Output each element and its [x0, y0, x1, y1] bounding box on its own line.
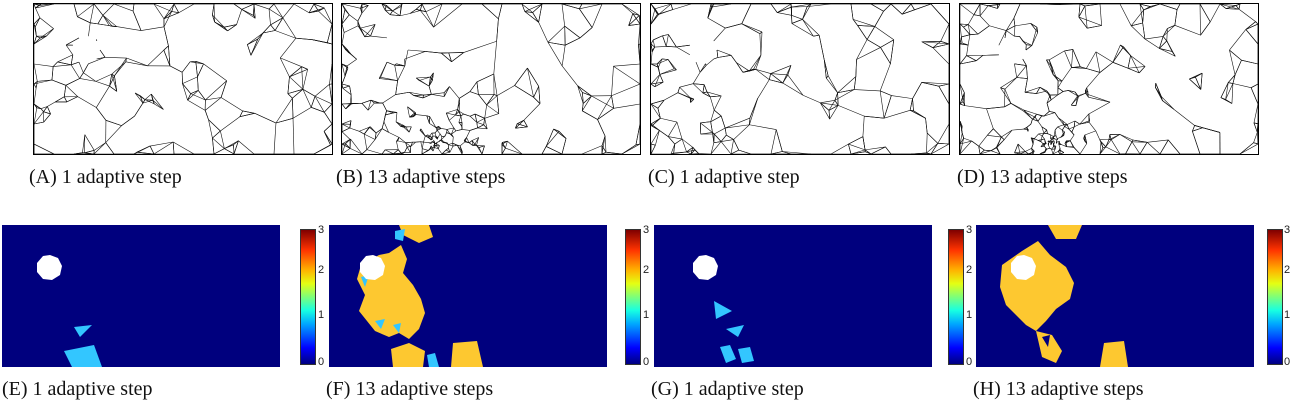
hole — [381, 37, 407, 63]
refined-region — [391, 343, 425, 367]
caption-g: (G) 1 adaptive step — [651, 378, 804, 400]
partial-element — [738, 347, 754, 363]
colorbar-f — [625, 229, 641, 365]
partial-element — [726, 325, 744, 337]
field-panel-g — [654, 225, 932, 367]
cb-tick: 2 — [966, 264, 973, 276]
mesh-edges — [34, 4, 332, 154]
mesh-svg-b — [342, 4, 640, 154]
cb-tick: 3 — [966, 224, 973, 236]
cb-tick: 3 — [318, 224, 325, 236]
hole — [37, 255, 62, 280]
caption-a: (A) 1 adaptive step — [29, 166, 182, 188]
partial-element — [393, 323, 401, 333]
hole — [693, 255, 718, 280]
hole — [1011, 255, 1036, 280]
cb-tick: 2 — [1284, 264, 1291, 276]
colorbar-g — [948, 229, 964, 365]
mesh-svg-c — [651, 4, 949, 154]
cb-tick: 2 — [318, 264, 325, 276]
partial-element — [427, 353, 439, 367]
partial-element — [714, 301, 732, 319]
field-panel-f — [329, 225, 607, 367]
refined-region — [1100, 341, 1128, 367]
cb-tick: 1 — [966, 309, 973, 321]
partial-element — [74, 325, 92, 337]
mesh-svg-d — [960, 4, 1258, 154]
mesh-panel-a — [33, 3, 333, 155]
mesh-panel-c — [650, 3, 950, 155]
mesh-panel-b — [341, 3, 641, 155]
field-svg-f — [357, 225, 483, 367]
refined-region — [399, 225, 433, 243]
caption-d: (D) 13 adaptive steps — [957, 166, 1128, 188]
caption-e: (E) 1 adaptive step — [2, 378, 153, 400]
field-svg-e — [37, 255, 102, 367]
caption-c: (C) 1 adaptive step — [648, 166, 800, 188]
caption-f: (F) 13 adaptive steps — [326, 378, 494, 400]
caption-b: (B) 13 adaptive steps — [336, 166, 506, 188]
field-panel-h — [976, 225, 1254, 367]
mesh-edges — [651, 4, 949, 154]
partial-element — [720, 345, 736, 363]
partial-element — [1042, 335, 1050, 347]
mesh-edges — [342, 4, 640, 154]
hole — [999, 37, 1025, 63]
mesh-edges — [960, 4, 1258, 154]
refined-region — [451, 341, 483, 367]
colorbar-e — [300, 229, 316, 365]
cb-tick: 3 — [1284, 224, 1291, 236]
cb-tick: 1 — [318, 309, 325, 321]
mesh-svg-a — [34, 4, 332, 154]
colorbar-h — [1267, 229, 1283, 365]
cb-tick: 3 — [643, 224, 650, 236]
field-panel-e — [2, 225, 280, 367]
refined-region — [1048, 225, 1082, 239]
field-svg-g — [693, 255, 754, 363]
hole — [690, 37, 716, 63]
refined-region — [1000, 241, 1074, 331]
cb-tick: 0 — [966, 356, 973, 368]
cb-tick: 0 — [643, 356, 650, 368]
cb-tick: 2 — [643, 264, 650, 276]
refined-region — [1036, 331, 1062, 363]
hole — [73, 37, 99, 63]
partial-element — [64, 345, 102, 367]
hole — [360, 255, 385, 280]
cb-tick: 0 — [318, 356, 325, 368]
caption-h: (H) 13 adaptive steps — [973, 378, 1144, 400]
mesh-panel-d — [959, 3, 1259, 155]
partial-element — [375, 319, 385, 329]
cb-tick: 1 — [643, 309, 650, 321]
field-svg-h — [1000, 225, 1128, 367]
partial-element — [395, 229, 405, 241]
cb-tick: 1 — [1284, 309, 1291, 321]
cb-tick: 0 — [1284, 356, 1291, 368]
